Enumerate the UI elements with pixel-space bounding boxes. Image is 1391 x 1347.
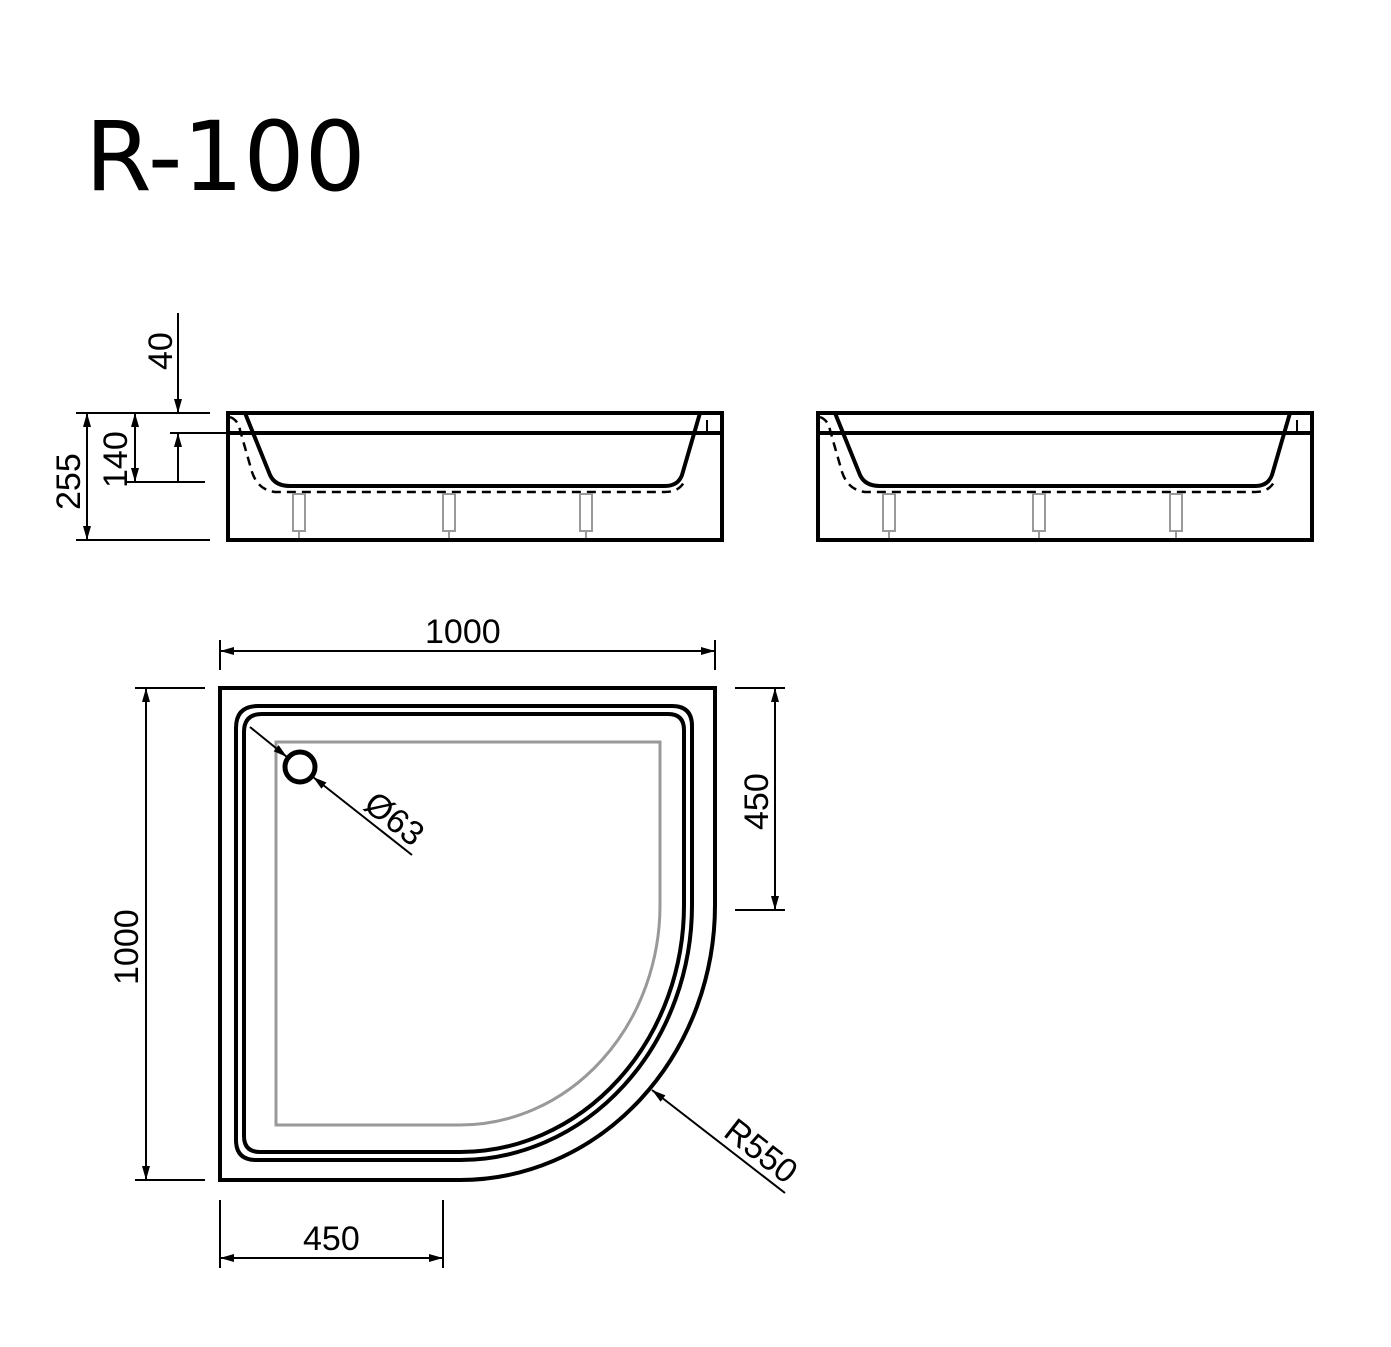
dim-radius: R550 [717, 1111, 804, 1191]
dim-straight-bottom: 450 [303, 1220, 360, 1258]
dim-straight-right: 450 [738, 773, 776, 830]
dim-depth: 140 [97, 431, 135, 488]
dim-length: 1000 [108, 909, 146, 985]
drain-icon [282, 749, 318, 785]
side-view-left [226, 411, 724, 542]
side-dimensions [76, 313, 260, 541]
dim-drain: Ø63 [357, 784, 431, 854]
plan-dimensions [135, 640, 786, 1268]
model-title: R-100 [85, 101, 366, 213]
side-view-right [816, 411, 1314, 542]
dim-rim: 40 [142, 332, 180, 370]
plan-view [218, 686, 717, 1182]
dim-height: 255 [50, 453, 88, 510]
dim-width: 1000 [425, 613, 501, 651]
